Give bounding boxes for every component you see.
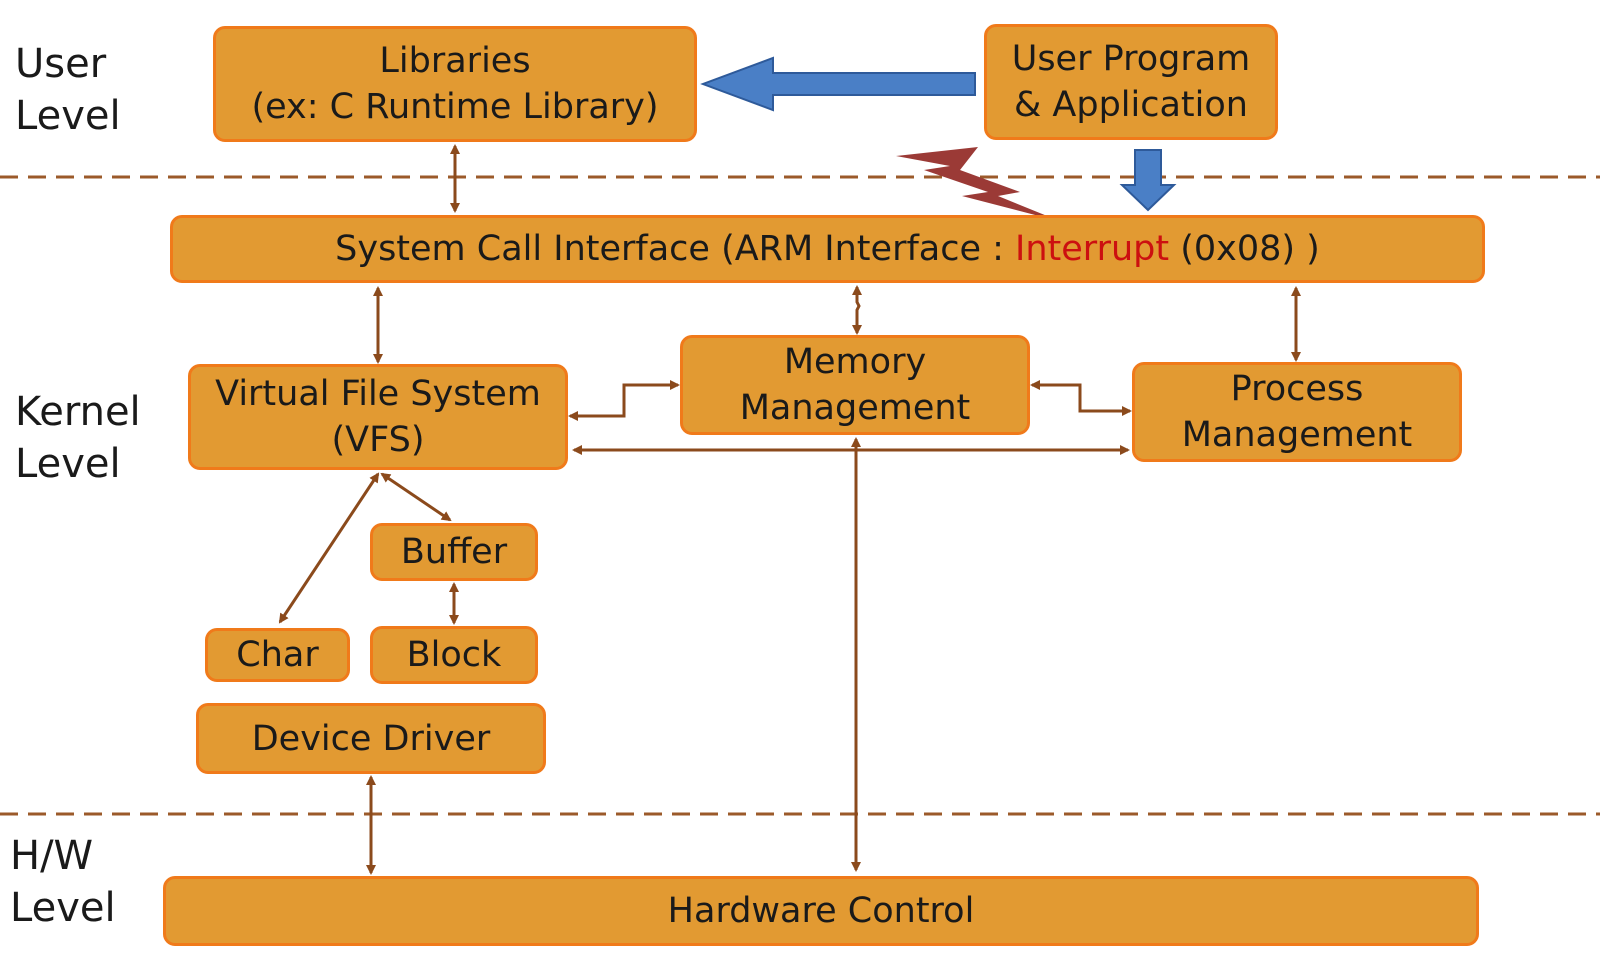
user-level-label: User Level	[15, 38, 121, 142]
kernel-level-label: Kernel Level	[15, 386, 141, 490]
system-call-interface-text: System Call Interface (ARM Interface : I…	[335, 226, 1320, 272]
link-syscall-memory	[852, 285, 862, 335]
libraries-title: Libraries	[379, 41, 531, 81]
device-driver-box: Device Driver	[196, 703, 546, 774]
buffer-box: Buffer	[370, 523, 538, 581]
lightning-bolt-icon	[896, 147, 1062, 222]
vfs-subtitle: (VFS)	[331, 420, 425, 460]
device-driver-label: Device Driver	[251, 718, 491, 759]
user-level-line2: Level	[15, 93, 121, 139]
block-box: Block	[370, 626, 538, 684]
syscall-interrupt-highlight: Interrupt	[1015, 229, 1170, 269]
hardware-control-box: Hardware Control	[163, 876, 1479, 946]
memory-subtitle: Management	[739, 388, 971, 428]
process-subtitle: Management	[1181, 415, 1413, 455]
system-call-interface-box: System Call Interface (ARM Interface : I…	[170, 215, 1485, 283]
hw-level-line1: H/W	[10, 833, 94, 879]
link-vfs-buffer	[380, 472, 452, 522]
hw-level-line2: Level	[10, 885, 116, 931]
user-program-line2: & Application	[1014, 85, 1248, 125]
vfs-box: Virtual File System (VFS)	[188, 364, 568, 470]
libraries-box: Libraries (ex: C Runtime Library)	[213, 26, 697, 142]
memory-title: Memory	[783, 342, 927, 382]
kernel-level-line2: Level	[15, 441, 121, 487]
memory-management-box: Memory Management	[680, 335, 1030, 435]
syscall-suffix: (0x08) )	[1169, 229, 1320, 269]
hw-level-label: H/W Level	[10, 830, 116, 934]
char-box: Char	[205, 628, 350, 682]
libraries-subtitle: (ex: C Runtime Library)	[251, 87, 659, 127]
user-level-line1: User	[15, 41, 107, 87]
blue-left-arrow	[700, 56, 976, 112]
user-program-line1: User Program	[1011, 39, 1251, 79]
blue-down-arrow	[1119, 149, 1177, 212]
buffer-label: Buffer	[400, 532, 508, 572]
link-vfs-char	[278, 472, 380, 624]
hardware-control-label: Hardware Control	[667, 891, 975, 931]
kernel-level-line1: Kernel	[15, 389, 141, 435]
link-memory-process	[1030, 380, 1132, 416]
user-program-box: User Program & Application	[984, 24, 1278, 140]
process-title: Process	[1230, 369, 1364, 409]
syscall-prefix: System Call Interface (ARM Interface :	[335, 229, 1016, 269]
vfs-title: Virtual File System	[215, 374, 541, 414]
process-management-box: Process Management	[1132, 362, 1462, 462]
char-label: Char	[236, 635, 319, 675]
block-label: Block	[406, 635, 502, 675]
link-vfs-memory	[568, 380, 680, 421]
